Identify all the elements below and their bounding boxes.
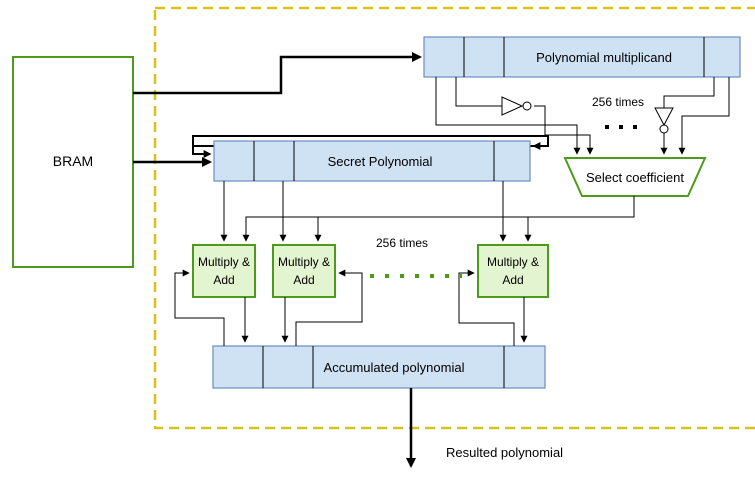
multiplicand-register: Polynomial multiplicand: [423, 36, 741, 78]
bram-label: BRAM: [53, 153, 93, 169]
secret-register: Secret Polynomial: [192, 135, 549, 182]
select-label: Select coefficient: [586, 170, 684, 185]
mac-2-line1: Multiply &: [278, 255, 330, 269]
output-label: Resulted polynomial: [446, 445, 563, 460]
mac-unit-2: Multiply & Add: [272, 244, 336, 298]
tristate-buffer-1: [501, 96, 532, 116]
coefficient-bus: [242, 196, 635, 242]
bram-block: BRAM: [12, 56, 134, 268]
accumulator-feedback-wires: [174, 269, 515, 346]
ellipsis-top: [605, 125, 637, 129]
mac-1-line1: Multiply &: [198, 255, 250, 269]
secret-label: Secret Polynomial: [328, 154, 433, 169]
accumulated-register: Accumulated polynomial: [212, 345, 546, 389]
mac-3-line2: Add: [502, 273, 523, 287]
accumulated-label: Accumulated polynomial: [324, 360, 465, 375]
repeat-annotation-top: 256 times: [592, 95, 644, 109]
mac-unit-1: Multiply & Add: [192, 244, 256, 298]
repeat-annotation-mid: 256 times: [376, 236, 428, 250]
multiplicand-label: Polynomial multiplicand: [536, 50, 672, 65]
select-coefficient-mux: Select coefficient: [563, 157, 707, 197]
multiplicand-to-mux-wires: [435, 77, 730, 155]
tristate-buffer-2: [654, 107, 674, 134]
secret-to-mac-wires: [220, 181, 507, 242]
secret-feedback-right-arrow: [532, 141, 549, 150]
secret-feedback-left-arrow: [192, 146, 212, 158]
mac-3-line1: Multiply &: [487, 255, 539, 269]
mac-to-accumulator-wires: [241, 297, 528, 343]
mac-1-line2: Add: [213, 273, 234, 287]
accelerator-boundary: [153, 6, 755, 430]
mac-2-line2: Add: [293, 273, 314, 287]
bram-to-multiplicand-arrow: [133, 52, 422, 95]
mac-unit-3: Multiply & Add: [477, 244, 549, 298]
